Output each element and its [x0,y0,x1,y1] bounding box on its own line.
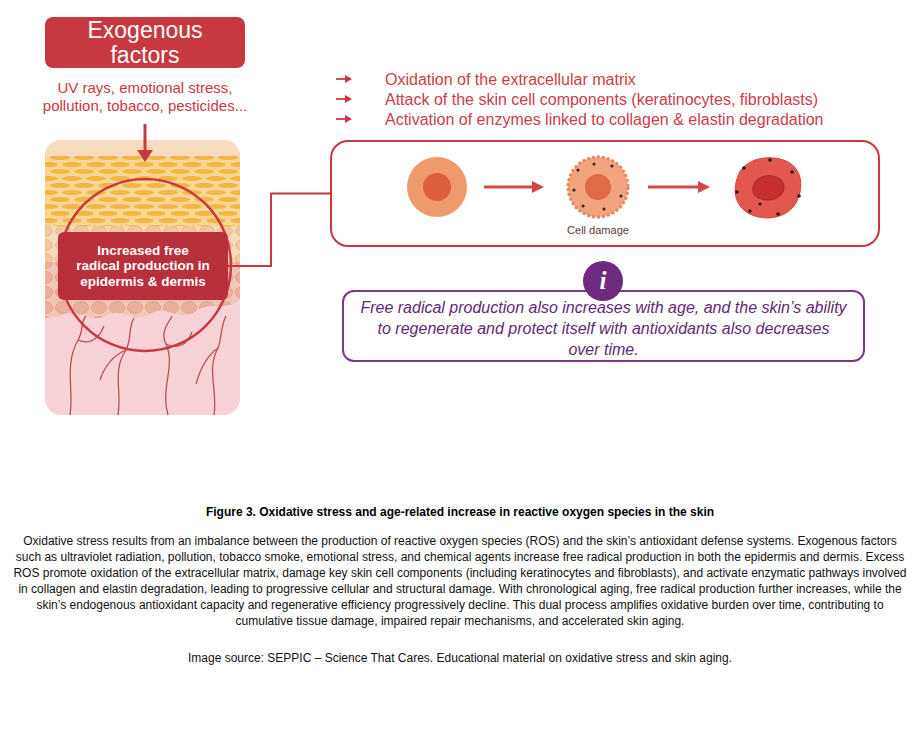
cell-nucleus [423,173,451,201]
radical-dot [576,168,579,171]
node-text: i [583,261,623,301]
damaged-cell [735,158,801,218]
focus-circle [59,179,231,351]
vessel [213,316,226,415]
radical-dot [776,212,780,216]
radical-dot [602,207,605,210]
bullet-arrows [336,75,352,123]
effect-item: Attack of the skin cell components (kera… [385,90,905,109]
arrow-shaft [648,186,700,189]
figure-caption: Oxidative stress results from an imbalan… [12,533,908,629]
radical-dot [742,166,746,170]
process-arrow [648,181,710,193]
cell-body [568,157,628,217]
arrow-head [698,181,710,193]
effect-item: Oxidation of the extracellular matrix [385,70,905,89]
bullet-arrow [345,95,352,103]
input-arrow [137,124,153,162]
circle-fill [583,261,623,301]
source-note: Image source: SEPPIC – Science That Care… [0,651,920,666]
node-text: Increased free radical production in epi… [76,243,210,290]
vessel [164,316,172,415]
node-text: Free radical production also increases w… [360,297,847,360]
cell-panel: Cell damage [330,140,880,247]
dermis-layer [45,140,240,415]
effect-item: Activation of enzymes linked to collagen… [385,110,905,129]
skin-illustration [45,140,240,415]
radical-dot [619,194,622,197]
free-radical-dots [735,158,801,216]
factor-box: Exogenous factors [45,17,245,68]
figure-title: Figure 3. Oxidative stress and age-relat… [0,505,920,519]
radical-dot [572,188,575,191]
bullet-arrow [336,118,346,120]
vessel [70,316,86,415]
vessel [118,318,134,415]
cell-nucleus [753,176,784,200]
healthy-cell [407,157,467,217]
factor-list: UV rays, emotional stress, pollution, to… [30,79,260,115]
node-text: Cell damage [548,224,648,236]
bullet-arrow [336,78,346,80]
arrow-shaft [484,186,534,189]
cell-body [407,157,467,217]
radical-dot [735,190,739,194]
arrow-head [532,181,544,193]
radical-dot [592,162,595,165]
connector-line [228,194,330,267]
free-radical-dots [572,162,622,210]
stressed-cell [568,157,628,217]
arrow-head [137,150,153,162]
vessel [196,348,218,384]
cell-body [735,158,801,218]
bullet-arrow [345,75,352,83]
radical-dot [758,202,761,205]
bullet-arrow [336,98,346,100]
radical-dot [768,158,772,162]
radical-dot [797,194,801,198]
arrow-shaft [144,124,147,152]
vessel [100,350,126,380]
radical-dot [610,164,613,167]
info-circle: i [583,261,623,301]
radical-dot [581,204,584,207]
process-box: Increased free radical production in epi… [58,232,228,300]
radical-dot [748,209,752,213]
process-arrow [484,181,544,193]
blood-vessels [70,316,226,415]
node-text: Exogenous factors [75,18,215,68]
cell-nucleus [585,174,611,200]
bullet-arrow [345,115,352,123]
radical-dot [790,170,794,174]
